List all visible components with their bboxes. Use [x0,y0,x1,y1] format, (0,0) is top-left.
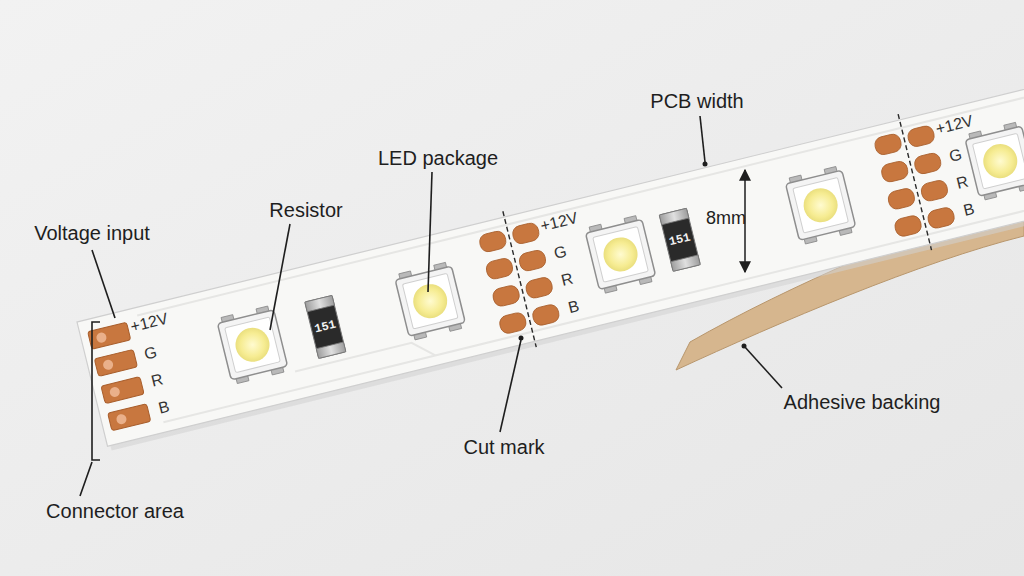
led-package [584,214,657,294]
resistor-symbol [659,208,700,271]
cut-line [503,211,536,347]
dimension-label: 8mm [706,209,746,227]
led-package [216,305,289,385]
callout-label: Voltage input [34,223,150,243]
callout-label: Cut mark [463,437,544,457]
pin-name: G [552,243,568,262]
connector-pads [88,322,151,431]
callout-label: Resistor [269,200,342,220]
pin-name: R [560,271,575,289]
resistor-symbol [305,295,346,358]
pin-name: B [962,201,976,219]
resistor-code: 151 [668,231,692,248]
connector-bracket [92,322,100,460]
pin-name: R [955,174,970,192]
cut-line [898,114,931,250]
led-package [394,261,467,341]
pcb [77,60,1024,447]
led-package [964,121,1024,201]
pin-name: G [948,146,964,165]
pin-name: R [150,371,165,389]
led-strip [76,53,1024,452]
pin-name: B [567,298,581,316]
resistor-code: 151 [313,319,337,336]
leader-lines [80,116,782,496]
pin-name: +12V [129,311,170,336]
pin-name: +12V [934,113,975,138]
pin-name: B [157,399,171,417]
pin-name: +12V [539,210,580,235]
cut-pads [478,124,956,334]
callout-label: PCB width [650,91,743,111]
callout-label: Adhesive backing [784,392,941,412]
led-package [784,165,857,245]
callout-label: LED package [378,148,498,168]
callout-label: Connector area [46,501,184,521]
pin-name: G [143,344,159,363]
